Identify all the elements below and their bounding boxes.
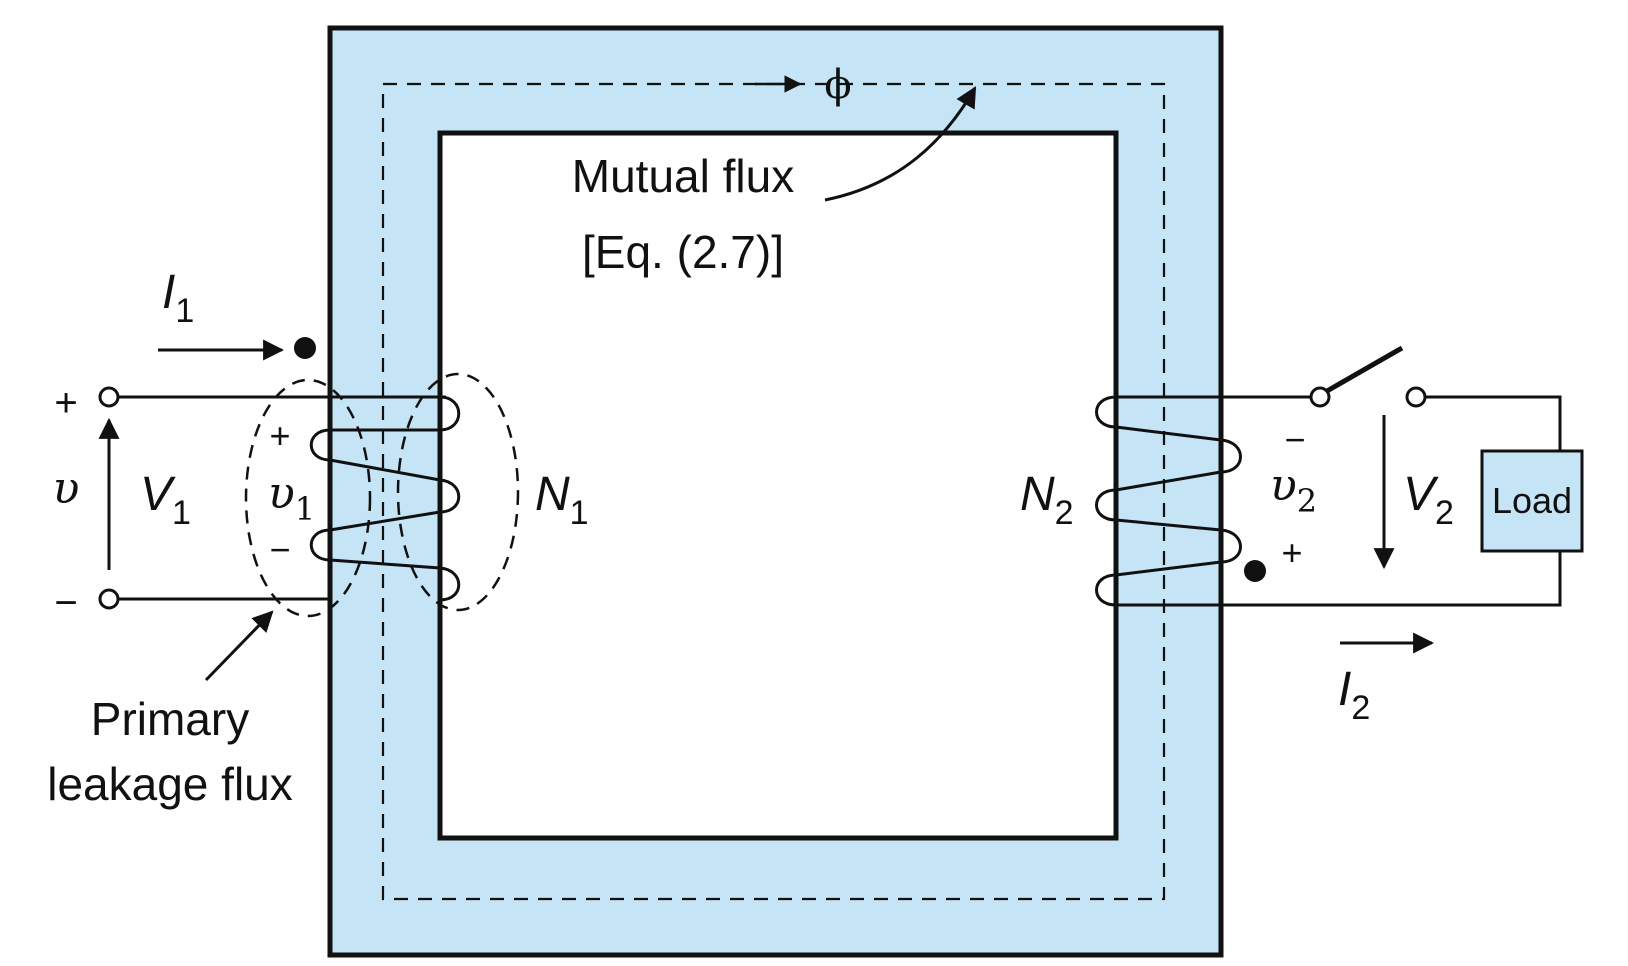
primary-bottom-terminal xyxy=(98,588,120,610)
source-plus-sign: + xyxy=(54,381,77,425)
i2-label: I2 xyxy=(1338,663,1370,727)
v2-capital-label: V2 xyxy=(1403,468,1454,532)
phi-label: ϕ xyxy=(824,62,851,108)
source-minus-sign: − xyxy=(54,581,77,625)
secondary-top-wire-right xyxy=(1425,395,1562,451)
mutual-flux-pointer xyxy=(824,86,977,202)
v1-small-label: υ1 xyxy=(268,468,315,528)
v1-capital-label: V1 xyxy=(140,468,191,532)
primary-leakage-label-line2: leakage flux xyxy=(47,758,293,810)
load-label: Load xyxy=(1492,480,1572,521)
i1-label: I1 xyxy=(162,266,194,330)
secondary-polarity-dot xyxy=(1244,560,1266,582)
equation-reference-label: [Eq. (2.7)] xyxy=(582,226,784,278)
v1-minus-sign: − xyxy=(269,529,290,570)
primary-leakage-label-line1: Primary xyxy=(91,693,249,745)
leakage-flux-pointer xyxy=(204,610,274,682)
primary-leakage-loop-left xyxy=(244,378,372,618)
transformer-core xyxy=(327,25,1224,958)
load-box xyxy=(1480,449,1584,553)
switch-left-terminal xyxy=(1309,386,1331,408)
secondary-winding xyxy=(1095,395,1242,607)
v1-plus-sign: + xyxy=(269,415,290,456)
primary-leakage-loop-right xyxy=(396,372,520,612)
mutual-flux-label: Mutual flux xyxy=(572,150,794,202)
primary-top-terminal xyxy=(98,386,120,408)
secondary-bottom-wire xyxy=(1221,551,1562,607)
switch-right-terminal xyxy=(1405,386,1427,408)
v2-small-label: υ2 xyxy=(1270,460,1317,520)
source-voltage-symbol: υ xyxy=(53,463,80,514)
primary-polarity-dot xyxy=(294,337,316,359)
switch-blade xyxy=(1325,345,1404,394)
v2-minus-sign: − xyxy=(1284,419,1305,460)
v2-plus-sign: + xyxy=(1281,532,1302,573)
n1-label: N1 xyxy=(535,468,589,532)
primary-winding xyxy=(309,395,461,602)
n2-label: N2 xyxy=(1020,468,1074,532)
